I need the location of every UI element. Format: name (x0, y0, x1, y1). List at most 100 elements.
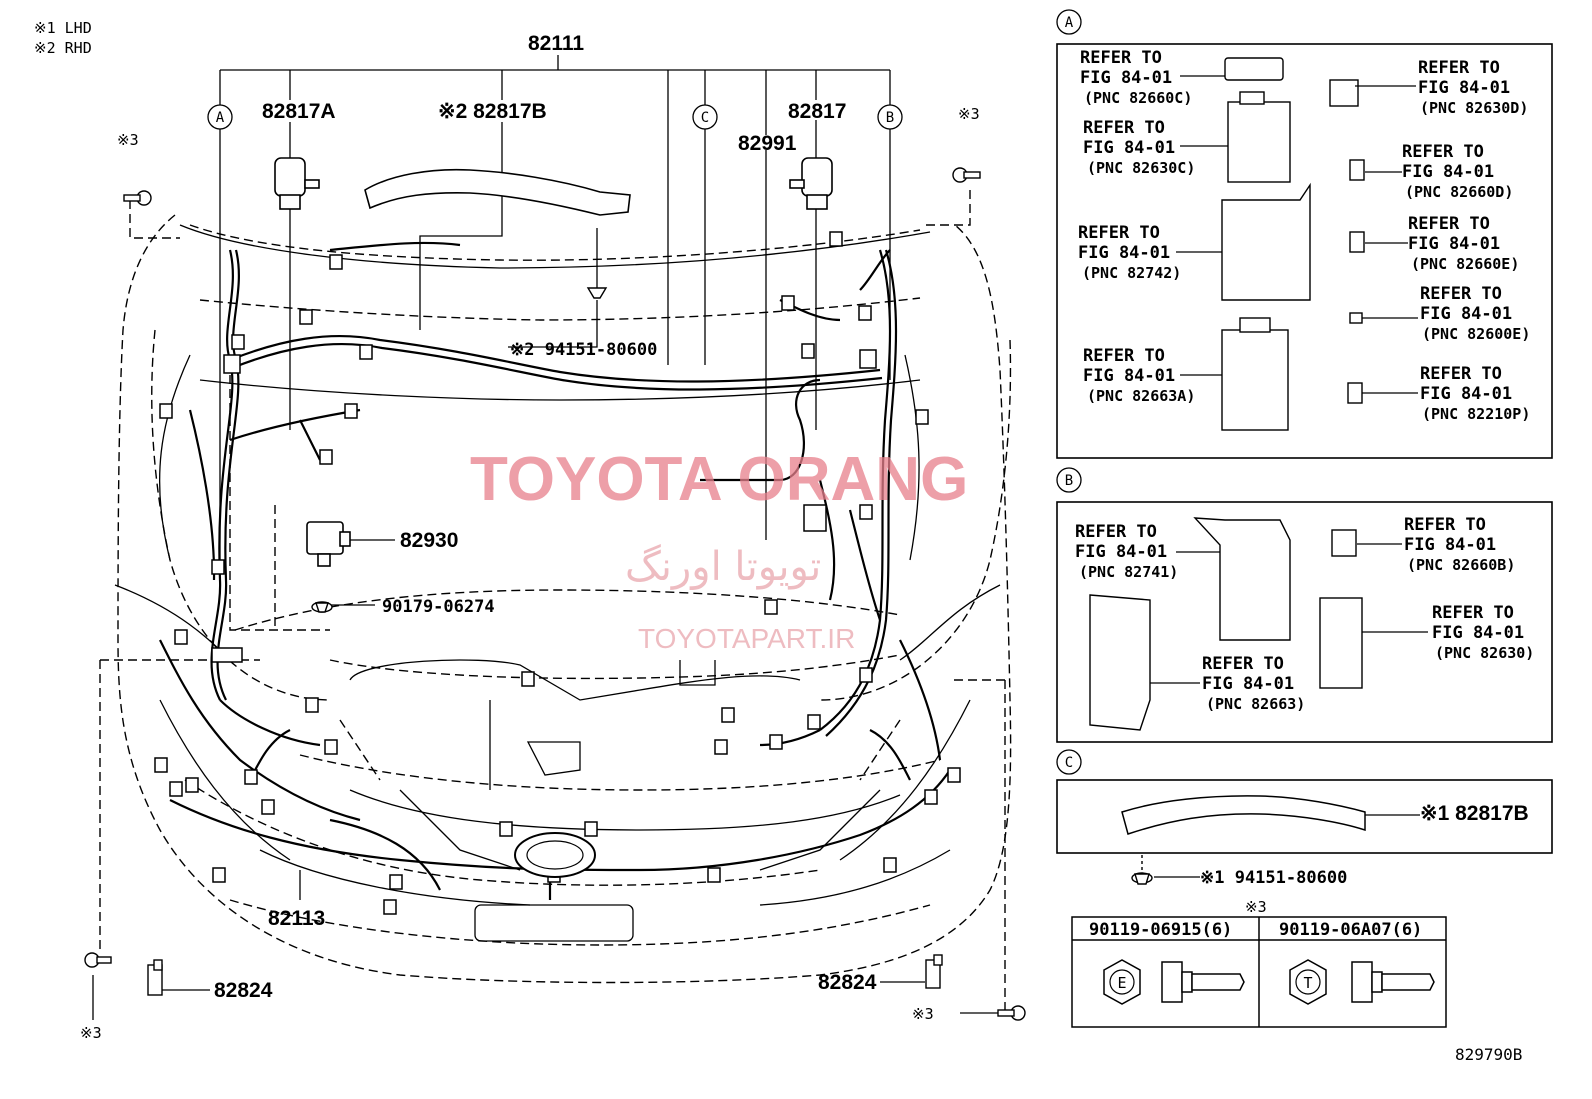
bolt2-head-icon: T (1289, 959, 1327, 1005)
refer-82742: REFER TO FIG 84-01 (PNC 82742) (1078, 223, 1181, 282)
svg-text:(PNC 82663A): (PNC 82663A) (1087, 387, 1195, 405)
svg-text:(PNC 82600E): (PNC 82600E) (1422, 325, 1530, 343)
bolt-icon-left-bottom (84, 952, 112, 968)
connector-82817a-icon (274, 157, 320, 210)
bracket-82824-left-icon (147, 959, 163, 996)
connector-82817-icon (789, 157, 833, 210)
part-82111-label: 82111 (528, 32, 584, 55)
refer-82660b: REFER TO FIG 84-01 (PNC 82660B) (1404, 515, 1515, 574)
detail-c-clip-label: ※1 94151-80600 (1200, 868, 1347, 888)
svg-text:FIG 84-01: FIG 84-01 (1418, 78, 1510, 98)
svg-text:C: C (701, 110, 709, 126)
svg-text:REFER TO: REFER TO (1408, 214, 1490, 234)
callout-c-main: C (692, 104, 718, 130)
callout-b-main: B (877, 104, 903, 130)
watermark-line3: TOYOTAPART.IR (638, 623, 855, 654)
bracket-82824-right-icon (925, 954, 943, 989)
part-82930-label: 82930 (400, 529, 458, 552)
front-emblem-sensor (514, 832, 596, 878)
refer-82630c: REFER TO FIG 84-01 (PNC 82630C) (1083, 118, 1195, 177)
refer-82660e: REFER TO FIG 84-01 (PNC 82660E) (1408, 214, 1519, 273)
bolt-icon-right-top (952, 167, 981, 183)
part-82113-label: 82113 (268, 907, 325, 930)
svg-text:(PNC 82660C): (PNC 82660C) (1084, 89, 1192, 107)
svg-text:REFER TO: REFER TO (1075, 522, 1157, 542)
part-82817a-label: 82817A (262, 100, 336, 123)
detail-c-panel (1056, 779, 1553, 854)
svg-text:FIG 84-01: FIG 84-01 (1432, 623, 1524, 643)
refer-82741: REFER TO FIG 84-01 (PNC 82741) (1075, 522, 1178, 581)
refer-82663a: REFER TO FIG 84-01 (PNC 82663A) (1083, 346, 1195, 405)
harness-connectors (154, 231, 961, 915)
svg-text:FIG 84-01: FIG 84-01 (1402, 162, 1494, 182)
svg-text:REFER TO: REFER TO (1420, 284, 1502, 304)
svg-text:FIG 84-01: FIG 84-01 (1420, 384, 1512, 404)
part-82824-right-label: 82824 (818, 971, 877, 994)
bolt2-side-icon (1351, 961, 1435, 1003)
svg-text:REFER TO: REFER TO (1078, 223, 1160, 243)
svg-text:(PNC 82741): (PNC 82741) (1079, 563, 1178, 581)
bolt1-part-number: 90119-06915(6) (1089, 920, 1232, 940)
svg-text:(PNC 82210P): (PNC 82210P) (1422, 405, 1530, 423)
part-82817-label: 82817 (788, 100, 846, 123)
svg-text:FIG 84-01: FIG 84-01 (1404, 535, 1496, 555)
bolt-icon-right-bottom (997, 1005, 1026, 1021)
refer-82210p: REFER TO FIG 84-01 (PNC 82210P) (1420, 364, 1530, 423)
detail-b-callout: B (1056, 467, 1082, 493)
protector-82817b-rhd-icon (1121, 795, 1366, 835)
note3-label-bottom-right: ※3 (912, 1005, 934, 1023)
svg-text:FIG 84-01: FIG 84-01 (1083, 366, 1175, 386)
refer-82660d: REFER TO FIG 84-01 (PNC 82660D) (1402, 142, 1513, 201)
note3-label-top-right: ※3 (958, 105, 980, 123)
harness-wires (159, 241, 951, 900)
figure-code: 829790B (1455, 1045, 1522, 1064)
refer-82630: REFER TO FIG 84-01 (PNC 82630) (1432, 603, 1534, 662)
part-94151-label: ※2 94151-80600 (510, 340, 657, 360)
part-82824-left-label: 82824 (214, 979, 273, 1002)
vehicle-body-solid (114, 224, 1001, 942)
svg-text:FIG 84-01: FIG 84-01 (1083, 138, 1175, 158)
svg-text:(PNC 82742): (PNC 82742) (1082, 264, 1181, 282)
part-82991-label: 82991 (738, 132, 797, 155)
note3-label-bottom-left: ※3 (80, 1024, 102, 1042)
detail-a-components (1221, 57, 1365, 431)
svg-text:(PNC 82660E): (PNC 82660E) (1411, 255, 1519, 273)
svg-text:T: T (1303, 974, 1312, 992)
relay-82930-icon (306, 521, 351, 567)
svg-text:FIG 84-01: FIG 84-01 (1075, 542, 1167, 562)
clip-94151-rhd-icon (1131, 855, 1153, 885)
refer-82630d: REFER TO FIG 84-01 (PNC 82630D) (1418, 58, 1528, 117)
svg-text:B: B (886, 110, 894, 126)
detail-c-part-label: ※1 82817B (1420, 802, 1529, 825)
svg-text:(PNC 82630C): (PNC 82630C) (1087, 159, 1195, 177)
detail-b-components (1089, 517, 1363, 731)
svg-text:FIG 84-01: FIG 84-01 (1408, 234, 1500, 254)
detail-b-leaders (1150, 543, 1428, 684)
svg-text:REFER TO: REFER TO (1402, 142, 1484, 162)
bolt-table (1071, 916, 1447, 1028)
svg-text:A: A (1065, 15, 1074, 31)
svg-text:(PNC 82663): (PNC 82663) (1206, 695, 1305, 713)
clip-90179-icon (311, 601, 333, 613)
bolt1-side-icon (1161, 961, 1245, 1003)
bolt-table-note: ※3 (1245, 898, 1267, 916)
svg-text:REFER TO: REFER TO (1083, 118, 1165, 138)
legend-lhd: ※1 LHD (34, 19, 92, 37)
svg-text:FIG 84-01: FIG 84-01 (1080, 68, 1172, 88)
svg-text:E: E (1117, 974, 1126, 992)
svg-text:A: A (216, 110, 225, 126)
svg-text:REFER TO: REFER TO (1202, 654, 1284, 674)
svg-text:REFER TO: REFER TO (1404, 515, 1486, 535)
callout-a-main: A (207, 104, 233, 130)
svg-text:FIG 84-01: FIG 84-01 (1420, 304, 1512, 324)
svg-text:(PNC 82660D): (PNC 82660D) (1405, 183, 1513, 201)
clip-94151-icon (586, 287, 608, 299)
svg-text:REFER TO: REFER TO (1083, 346, 1165, 366)
svg-text:REFER TO: REFER TO (1432, 603, 1514, 623)
watermark-line2: تویوتا اورنگ (625, 544, 821, 590)
leader-lines (92, 55, 1000, 1020)
bolt1-head-icon: E (1103, 959, 1141, 1005)
part-90179-label: 90179-06274 (382, 597, 495, 617)
detail-a-leaders (1176, 75, 1418, 394)
